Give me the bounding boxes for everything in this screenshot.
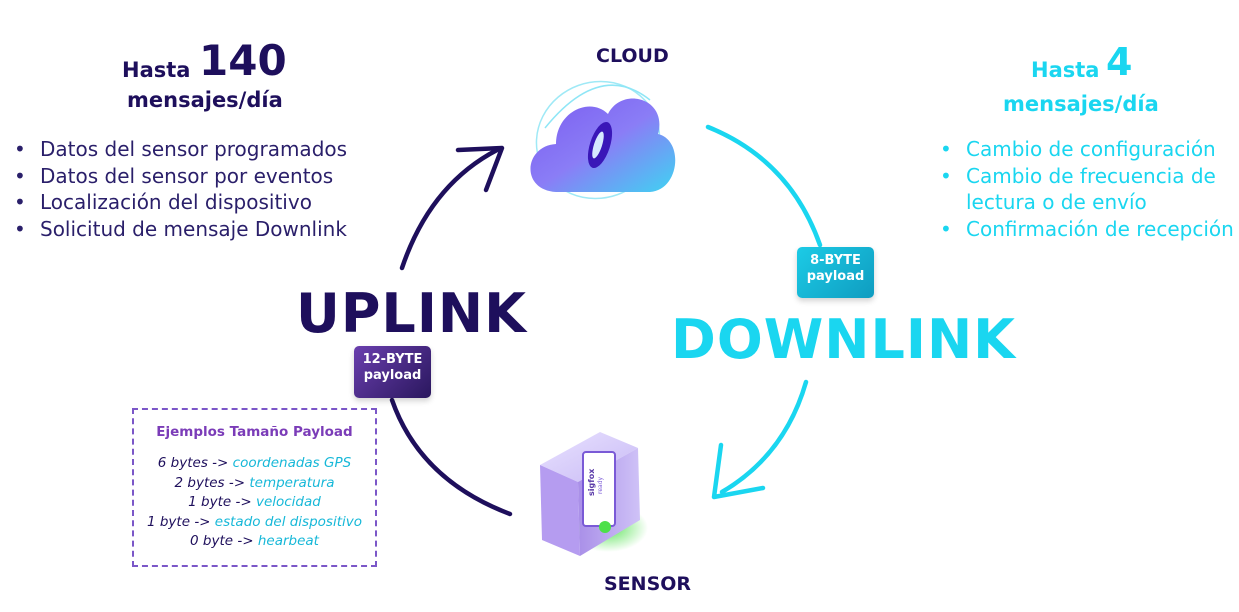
uplink-list: Datos del sensor programados Datos del s… [12, 136, 347, 242]
cloud-label: CLOUD [596, 45, 669, 67]
sensor-label: SENSOR [604, 573, 692, 595]
downlink-label: DOWNLINK [671, 308, 1017, 371]
uplink-per-day: mensajes/día [127, 88, 283, 112]
example-value: temperatura [249, 474, 335, 491]
example-size: 6 bytes -> [157, 455, 229, 471]
payload-examples-box: Ejemplos Tamaño Payload 6 bytes -> coord… [132, 408, 377, 567]
downlink-list: Cambio de configuración Cambio de frecue… [938, 136, 1238, 242]
sensor-brand-sub: ready [597, 476, 604, 494]
uplink-list-item: Localización del dispositivo [12, 189, 347, 216]
downlink-badge-payload: payload [806, 269, 865, 284]
uplink-label: UPLINK [296, 282, 527, 345]
uplink-list-item: Datos del sensor programados [12, 136, 347, 163]
downlink-payload-badge: 8-BYTE payload [797, 247, 874, 298]
example-size: 1 byte -> [146, 513, 211, 530]
examples-title: Ejemplos Tamaño Payload [156, 424, 353, 440]
uplink-hasta: Hasta [122, 58, 191, 82]
example-value: velocidad [255, 494, 321, 510]
sensor-brand: sigfox [587, 468, 596, 496]
downlink-list-item: Cambio de configuración [938, 136, 1238, 163]
downlink-count: 4 [1106, 40, 1133, 84]
uplink-payload-badge: 12-BYTE payload [354, 346, 431, 398]
uplink-badge-payload: payload [363, 368, 422, 383]
example-row: 1 byte -> velocidad [134, 493, 375, 513]
downlink-hasta: Hasta [1031, 58, 1100, 82]
downlink-arrow-icon [705, 124, 823, 500]
downlink-per-day: mensajes/día [1003, 92, 1159, 116]
cloud-icon [530, 80, 676, 200]
example-row: 6 bytes -> coordenadas GPS [134, 454, 375, 474]
example-value: hearbeat [257, 533, 319, 549]
example-size: 0 byte -> [190, 533, 254, 549]
sensor-device-icon [540, 432, 648, 556]
downlink-list-item: Confirmación de recepción [938, 216, 1238, 243]
downlink-badge-size: 8-BYTE [810, 253, 861, 268]
uplink-list-item: Solicitud de mensaje Downlink [12, 216, 347, 243]
example-size: 1 byte -> [188, 494, 252, 510]
uplink-arrow-icon [389, 145, 513, 517]
example-value: estado del dispositivo [214, 513, 362, 530]
example-row: 2 bytes -> temperatura [134, 474, 375, 494]
uplink-list-item: Datos del sensor por eventos [12, 163, 347, 190]
example-row: 0 byte -> hearbeat [134, 532, 375, 552]
examples-list: 6 bytes -> coordenadas GPS 2 bytes -> te… [134, 454, 375, 552]
downlink-list-item: Cambio de frecuencia de lectura o de env… [938, 163, 1238, 216]
example-row: 1 byte -> estado del dispositivo [134, 513, 375, 533]
example-value: coordenadas GPS [232, 455, 352, 471]
uplink-count: 140 [199, 36, 287, 85]
uplink-badge-size: 12-BYTE [362, 352, 423, 367]
example-size: 2 bytes -> [174, 474, 246, 491]
